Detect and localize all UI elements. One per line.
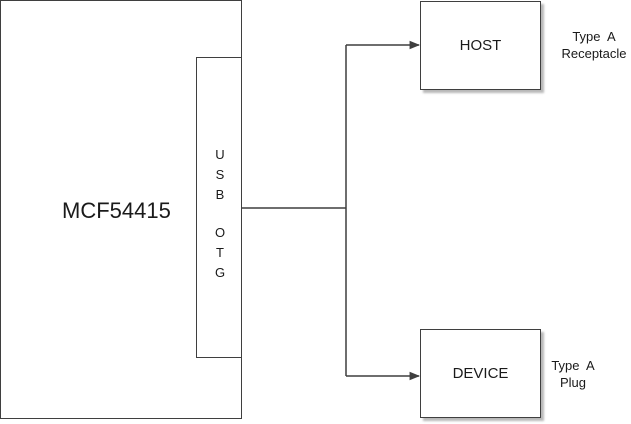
port-letter-u: U <box>215 147 225 162</box>
device-block: DEVICE <box>420 329 541 418</box>
port-letter-t: T <box>216 245 224 260</box>
host-type-note: Type A Receptacle <box>556 28 631 62</box>
port-letter-o: O <box>214 225 226 240</box>
host-label: HOST <box>459 37 502 54</box>
port-letter-s: S <box>215 167 225 182</box>
port-letter-g: G <box>214 265 226 280</box>
host-connector-line: Receptacle <box>561 46 627 61</box>
device-type-note: Type A Plug <box>543 357 603 391</box>
device-connector-line: Plug <box>559 375 587 390</box>
port-letter-b: B <box>215 187 225 202</box>
device-label: DEVICE <box>452 365 509 382</box>
usb-otg-port-block <box>196 57 242 358</box>
mcu-label: MCF54415 <box>62 198 171 223</box>
host-block: HOST <box>420 1 541 90</box>
host-type-line: Type A <box>572 29 616 44</box>
device-type-line: Type A <box>551 358 595 373</box>
